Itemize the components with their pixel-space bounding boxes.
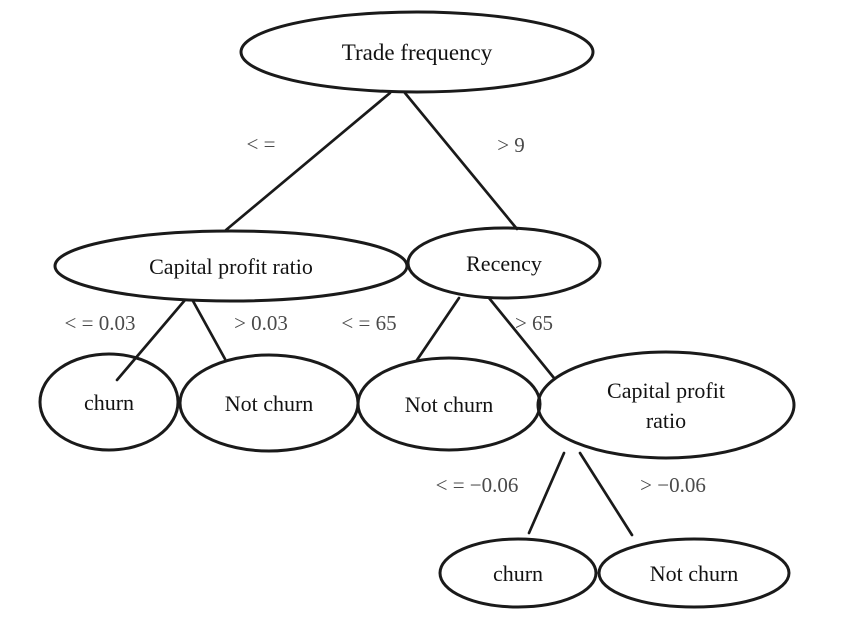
edge-line-cpr2-to-churn — [527, 451, 566, 535]
edge-line-cpr-to-not-churn — [191, 299, 227, 361]
capital-profit-ratio-2-line2: ratio — [646, 408, 686, 433]
node-trade-frequency: Trade frequency — [239, 10, 595, 94]
edge-label-cpr2-left: < = −0.06 — [436, 473, 519, 497]
not-churn-left-label: Not churn — [225, 391, 314, 416]
edge-line-recency-to-cpr2 — [487, 296, 556, 380]
recency-label: Recency — [466, 251, 542, 276]
trade-frequency-label: Trade frequency — [342, 40, 493, 65]
node-capital-profit-ratio: Capital profit ratio — [53, 229, 409, 303]
edge-label-cpr-right: > 0.03 — [234, 311, 288, 335]
edge-label-recency-right: > 65 — [515, 311, 553, 335]
edge-label-cpr2-right: > −0.06 — [640, 473, 706, 497]
edge-label-cpr-left: < = 0.03 — [65, 311, 136, 335]
trade-frequency-ellipse — [239, 10, 595, 94]
node-not-churn-left: Not churn — [178, 353, 360, 453]
edge-label-root-left: < = — [247, 132, 276, 156]
capital-profit-ratio-label: Capital profit ratio — [149, 254, 313, 279]
node-churn-left: churn — [38, 352, 180, 452]
node-not-churn-bottom: Not churn — [597, 537, 791, 609]
not-churn-mid-ellipse — [356, 356, 542, 452]
edge-line-cpr2-to-not-churn — [578, 451, 634, 537]
edge-line-root-to-capital-profit-ratio — [224, 91, 392, 232]
edge-label-recency-left: < = 65 — [341, 311, 396, 335]
churn-bottom-ellipse — [438, 537, 598, 609]
node-recency: Recency — [406, 226, 602, 300]
churn-bottom-label: churn — [493, 561, 543, 586]
node-not-churn-mid: Not churn — [356, 356, 542, 452]
churn-left-ellipse — [38, 352, 180, 452]
capital-profit-ratio-2-line1: Capital profit — [607, 378, 725, 403]
edge-line-recency-to-not-churn — [415, 296, 461, 362]
edge-line-cpr-to-churn — [115, 298, 187, 382]
node-churn-bottom: churn — [438, 537, 598, 609]
capital-profit-ratio-2-ellipse — [536, 350, 796, 460]
edge-line-root-to-recency — [403, 91, 519, 231]
recency-ellipse — [406, 226, 602, 300]
node-capital-profit-ratio-2: Capital profit ratio — [536, 350, 796, 460]
churn-left-label: churn — [84, 390, 134, 415]
not-churn-mid-label: Not churn — [405, 392, 494, 417]
not-churn-bottom-ellipse — [597, 537, 791, 609]
not-churn-bottom-label: Not churn — [650, 561, 739, 586]
edge-label-root-right: > 9 — [497, 133, 525, 157]
capital-profit-ratio-2-label: Capital profit ratio — [607, 378, 725, 433]
